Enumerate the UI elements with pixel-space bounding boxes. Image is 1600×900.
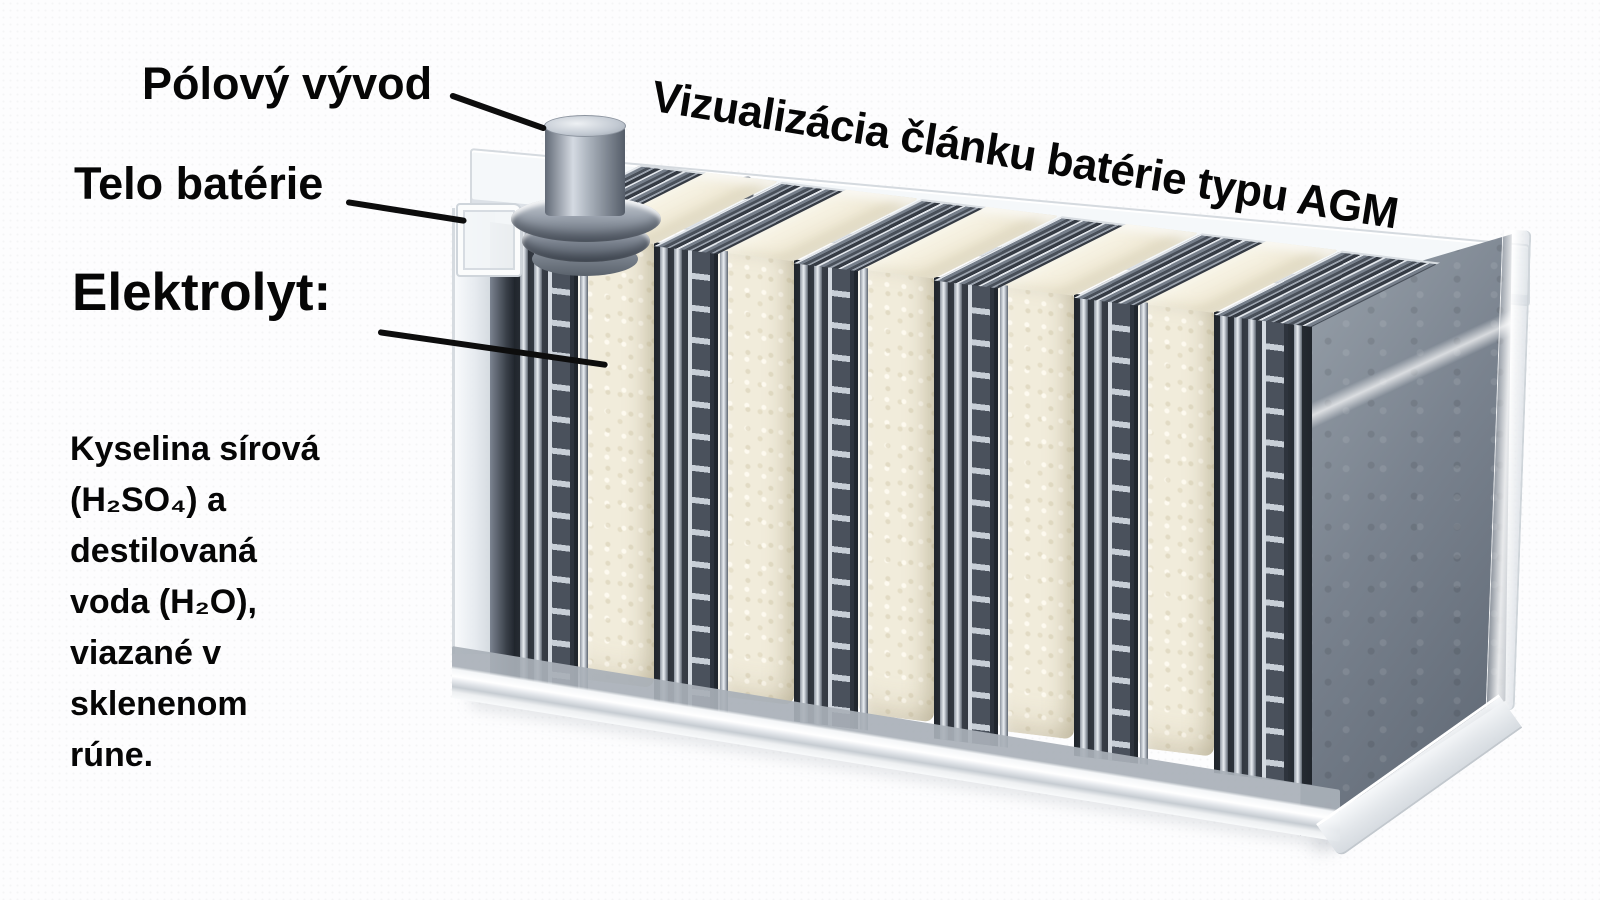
plate-edge bbox=[1294, 320, 1302, 784]
case-left-wall bbox=[452, 208, 495, 654]
label-battery-body: Telo batérie bbox=[74, 158, 324, 209]
plate-edge bbox=[580, 233, 588, 697]
plate-edge bbox=[660, 242, 668, 706]
grid-plate bbox=[688, 246, 714, 712]
lead-plate-group bbox=[934, 276, 1008, 748]
leader-line-body bbox=[345, 199, 467, 225]
electrolyte-description: Kyselina sírová (H₂SO₄) a destilovaná vo… bbox=[70, 430, 320, 774]
case-interior-shadow bbox=[490, 222, 514, 687]
lead-plate-group bbox=[1214, 310, 1312, 785]
grid-plate bbox=[968, 280, 994, 746]
plate-edge bbox=[814, 261, 822, 725]
plate-edge bbox=[1080, 294, 1088, 758]
plate-edge bbox=[720, 250, 728, 714]
plate-edge bbox=[1234, 313, 1242, 777]
glass-mat-separator bbox=[1138, 301, 1214, 757]
plate-edge bbox=[1140, 301, 1148, 765]
grid-plate bbox=[1108, 297, 1134, 764]
plate-edge bbox=[940, 277, 948, 741]
plate-edge bbox=[800, 260, 808, 724]
lead-plate-group bbox=[1074, 293, 1148, 765]
plate-edge bbox=[860, 267, 868, 731]
plate-edge bbox=[954, 278, 962, 742]
plate-edge bbox=[674, 244, 682, 708]
plate-edge bbox=[1220, 311, 1228, 775]
label-terminal-post: Pólový vývod bbox=[142, 58, 433, 109]
plate-edge bbox=[1248, 315, 1256, 779]
lead-plate-group bbox=[514, 224, 588, 697]
glass-mat-separator bbox=[858, 267, 934, 723]
glass-mat-separator bbox=[718, 249, 794, 706]
terminal-post-cylinder bbox=[544, 115, 626, 216]
grid-plate bbox=[828, 263, 854, 729]
grid-plate bbox=[1262, 316, 1288, 782]
lead-plate-group bbox=[794, 259, 868, 731]
plate-edge bbox=[534, 227, 542, 691]
plate-edge bbox=[520, 225, 528, 689]
grid-plate bbox=[548, 229, 574, 695]
glass-mat-separator bbox=[998, 284, 1074, 740]
plate-edge bbox=[1000, 284, 1008, 748]
label-electrolyte: Elektrolyt: bbox=[72, 263, 332, 322]
lead-plate-group bbox=[654, 242, 728, 714]
plate-edge bbox=[1094, 296, 1102, 760]
terminal-post bbox=[505, 112, 681, 288]
glass-mat-separator bbox=[578, 232, 654, 689]
